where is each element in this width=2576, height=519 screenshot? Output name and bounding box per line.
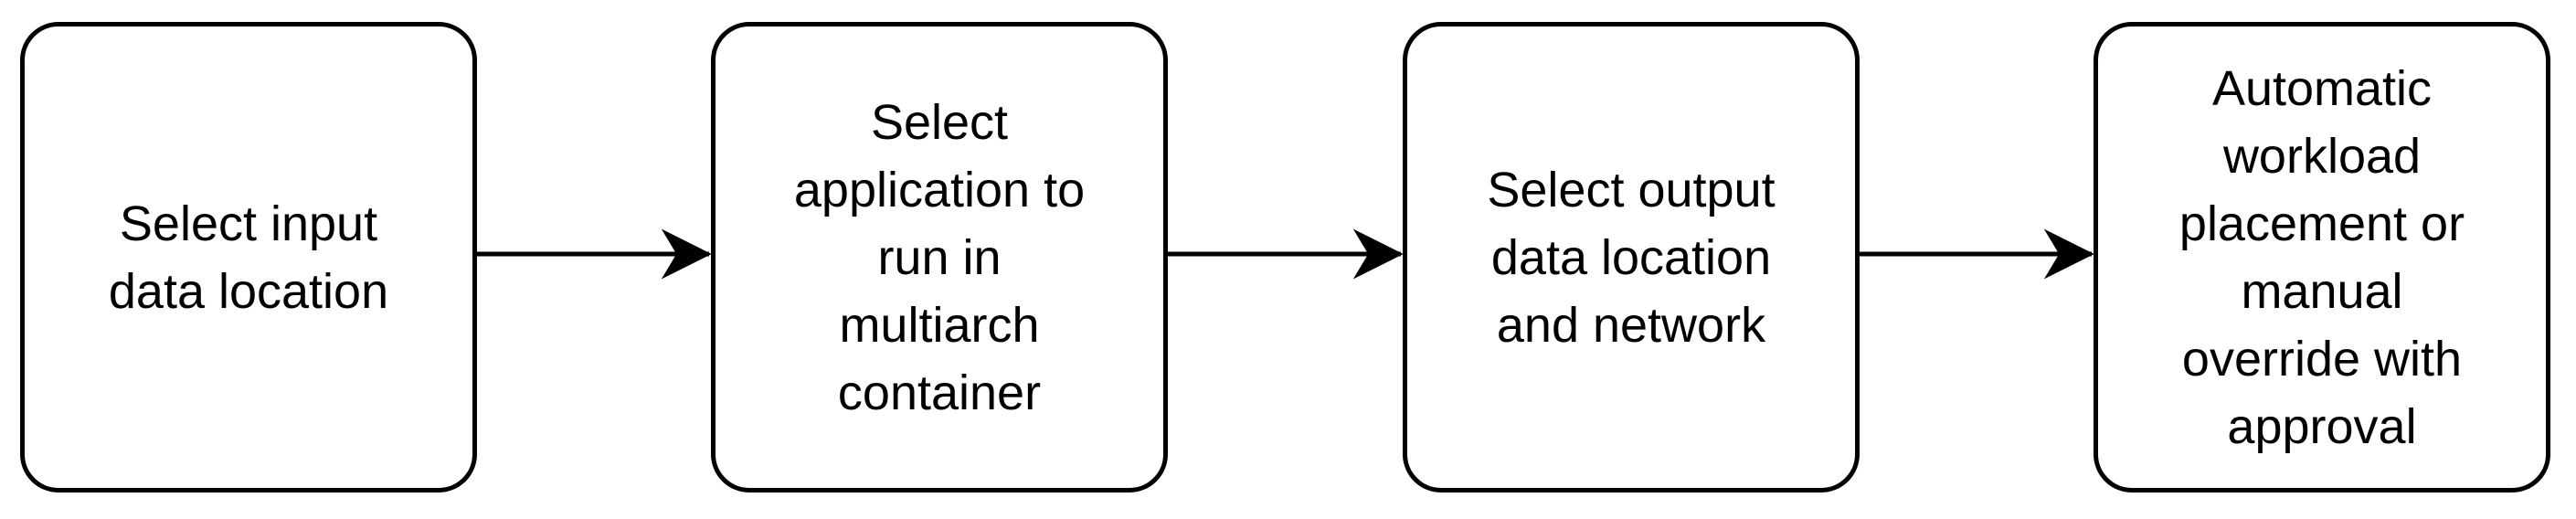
step-select-application: Select application to run in multiarch c… xyxy=(711,22,1168,493)
step-label: Select application to run in multiarch c… xyxy=(793,94,1086,420)
step-label: Automatic workload placement or manual o… xyxy=(2178,60,2465,454)
step-label: Select output data location and network xyxy=(1487,162,1776,353)
step-workload-placement: Automatic workload placement or manual o… xyxy=(2094,22,2550,493)
step-select-input-data-location: Select input data location xyxy=(20,22,477,493)
step-select-output-data-location: Select output data location and network xyxy=(1403,22,1860,493)
step-label: Select input data location xyxy=(108,196,389,319)
